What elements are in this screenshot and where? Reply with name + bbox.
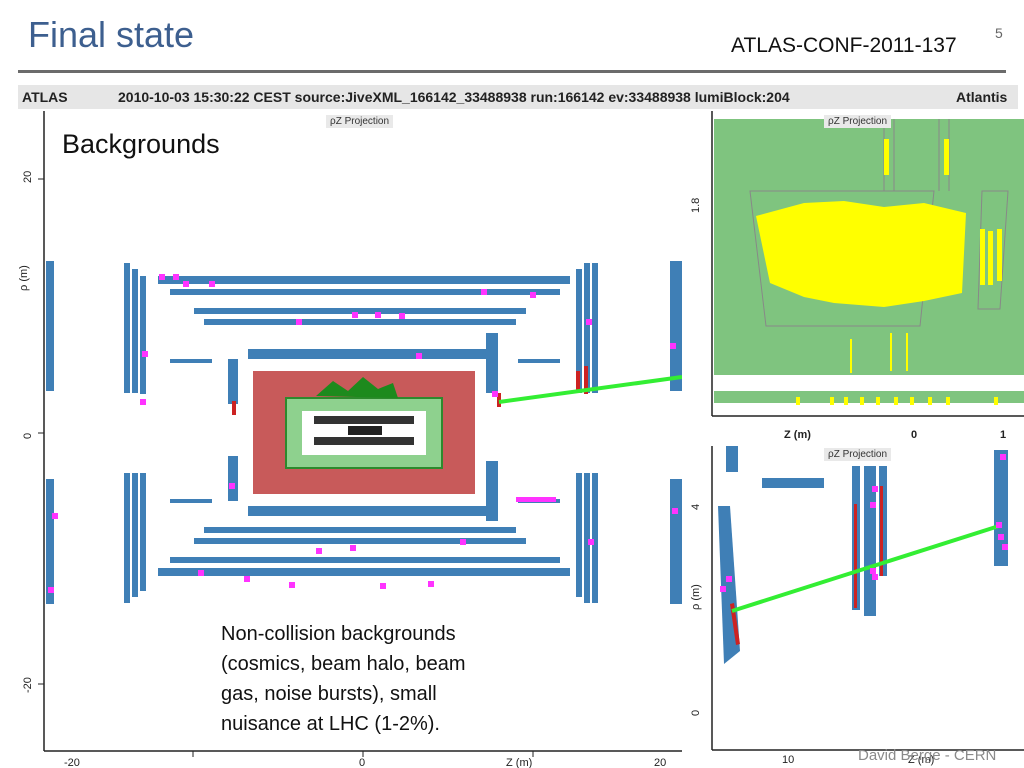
main-x-axis-label: Z (m) xyxy=(506,757,533,768)
main-x-tick-right: 20 xyxy=(654,757,667,768)
bottom-right-x-axis-label: Z (m) xyxy=(908,754,935,766)
description-line: gas, noise bursts), small xyxy=(221,683,437,705)
description-line: (cosmics, beam halo, beam xyxy=(221,653,466,675)
software-label: Atlantis xyxy=(956,89,1008,105)
page-number: 5 xyxy=(995,25,1003,41)
main-rhoz-view[interactable]: ρZ Projection Backgrounds ρ (m) 20 0 -20… xyxy=(18,111,682,768)
description-line: nuisance at LHC (1-2%). xyxy=(221,713,440,735)
main-detector-display xyxy=(38,111,682,757)
main-y-axis-label: ρ (m) xyxy=(18,265,30,291)
conf-note-id: ATLAS-CONF-2011-137 xyxy=(731,34,957,57)
slide-title: Final state xyxy=(28,14,195,55)
description-line: Non-collision backgrounds xyxy=(221,623,456,645)
bottom-right-rhoz-view[interactable]: ρZ Projection 4 0 ρ (m) 10 Z (m) xyxy=(684,446,1024,768)
top-right-x-tick-1: 1 xyxy=(1000,429,1007,441)
author-credit: David Berge - CERN xyxy=(858,747,997,764)
top-right-detector-display xyxy=(711,111,1024,417)
title-divider xyxy=(18,70,1006,73)
main-y-tick-top: 20 xyxy=(22,170,34,183)
main-y-tick-bottom: -20 xyxy=(22,677,34,693)
top-right-projection-label: ρZ Projection xyxy=(824,115,892,128)
top-right-rhoz-view[interactable]: ρZ Projection 1.8 Z (m) 0 1 xyxy=(684,111,1024,444)
main-x-tick-mid: 0 xyxy=(359,757,366,768)
bottom-right-projection-label: ρZ Projection xyxy=(824,448,892,461)
main-projection-label: ρZ Projection xyxy=(326,115,394,128)
main-y-tick-mid: 0 xyxy=(22,432,34,439)
backgrounds-heading: Backgrounds xyxy=(62,129,220,159)
bottom-right-detector-display xyxy=(711,446,1024,751)
top-right-y-tick: 1.8 xyxy=(690,197,702,213)
bottom-right-y-axis-label: ρ (m) xyxy=(690,584,702,610)
event-info: 2010-10-03 15:30:22 CEST source:JiveXML_… xyxy=(118,89,790,105)
bottom-right-x-tick-10: 10 xyxy=(782,754,795,766)
event-info-bar: ATLAS 2010-10-03 15:30:22 CEST source:Ji… xyxy=(18,85,1018,109)
main-x-tick-left: -20 xyxy=(64,757,80,768)
background-description: Non-collision backgrounds (cosmics, beam… xyxy=(221,619,466,739)
top-right-x-axis-label: Z (m) xyxy=(784,429,811,441)
bottom-right-y-tick-4: 4 xyxy=(690,503,702,510)
top-right-x-tick-0: 0 xyxy=(911,429,918,441)
bottom-right-y-tick-0: 0 xyxy=(690,709,702,716)
experiment-label: ATLAS xyxy=(22,89,68,105)
